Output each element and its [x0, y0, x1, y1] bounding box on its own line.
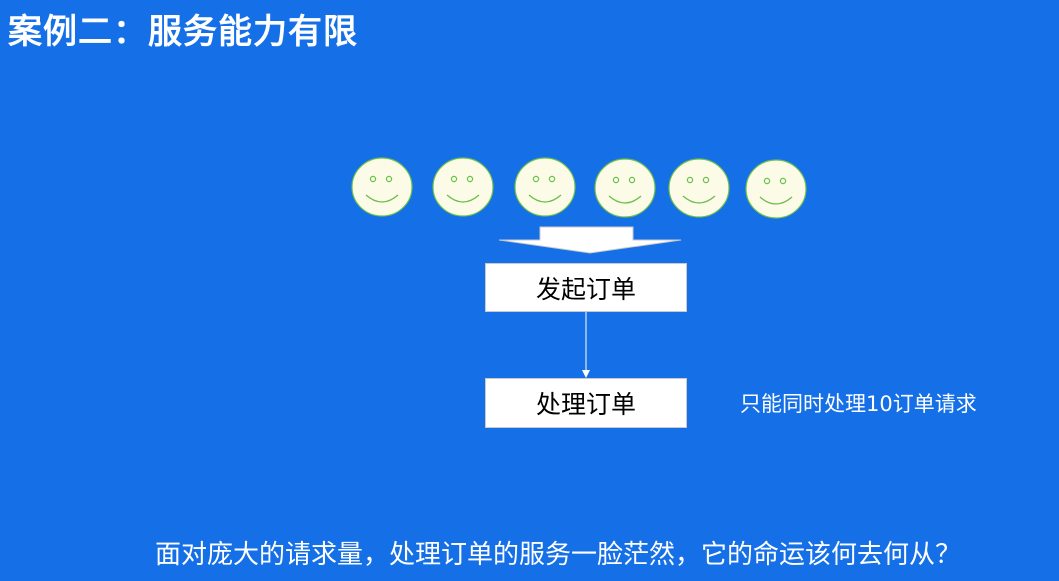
initiate-order-box: 发起订单 [485, 263, 687, 312]
smiley-face-icon [745, 159, 807, 219]
process-order-label: 处理订单 [535, 390, 636, 419]
capacity-note: 只能同时处理10订单请求 [740, 392, 977, 416]
smiley-face-icon [594, 158, 656, 218]
smiley-face-icon [351, 157, 413, 217]
initiate-order-label: 发起订单 [535, 274, 636, 304]
down-arrow-icon [582, 312, 590, 378]
smiley-face-icon [514, 157, 576, 217]
question-text: 面对庞大的请求量，处理订单的服务一脸茫然，它的命运该何去何从？ [155, 540, 962, 570]
smiley-face-icon [668, 158, 730, 218]
funnel-arrow-icon [498, 226, 682, 254]
smiley-face-icon [432, 157, 494, 217]
slide-title: 案例二：服务能力有限 [8, 12, 358, 52]
process-order-box: 处理订单 [485, 378, 687, 428]
